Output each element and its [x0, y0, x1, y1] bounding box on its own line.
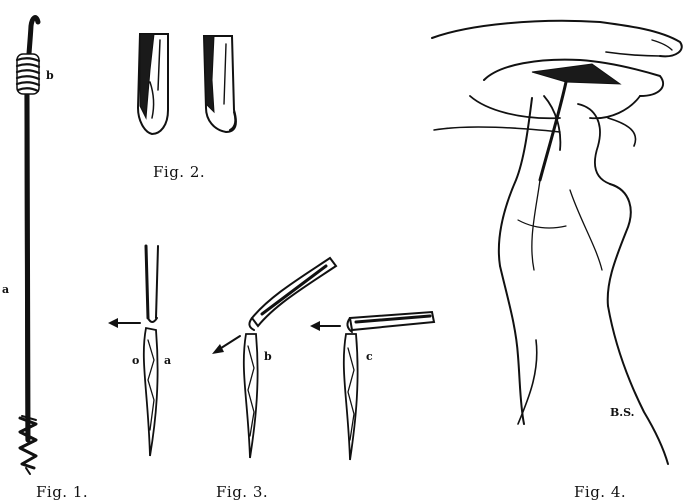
fig2-tool-tips: Fig. 2. — [138, 34, 236, 181]
fig2-caption: Fig. 2. — [153, 163, 205, 181]
fig1-label-b: b — [46, 69, 54, 82]
fig3-stage-b: b — [212, 258, 336, 458]
fig2-tip-side — [204, 36, 236, 132]
fig3-flaking-stages: o a b c Fig. 3. — [108, 246, 434, 501]
fig2-tip-front — [138, 34, 168, 134]
fig3-label-b: b — [264, 350, 272, 363]
fig4-signature: B.S. — [610, 406, 635, 419]
fig3-stage-a: o a — [108, 246, 171, 456]
fig4-upper-hand — [432, 21, 682, 146]
fig4-hands-flaking: B.S. Fig. 4. — [432, 21, 682, 501]
fig1-flaking-tool: b a Fig. 1. — [2, 18, 88, 501]
fig3-stage-c: c — [310, 312, 434, 460]
fig4-caption: Fig. 4. — [574, 483, 626, 501]
fig3-label-c: c — [366, 350, 373, 363]
fig3-label-a: a — [164, 354, 171, 367]
fig1-label-a: a — [2, 283, 9, 296]
fig4-lower-hand — [499, 96, 668, 464]
fig3-label-o: o — [132, 354, 139, 367]
fig4-flake — [532, 64, 620, 84]
fig3-caption: Fig. 3. — [216, 483, 268, 501]
fig1-binding — [17, 54, 39, 94]
fig1-caption: Fig. 1. — [36, 483, 88, 501]
